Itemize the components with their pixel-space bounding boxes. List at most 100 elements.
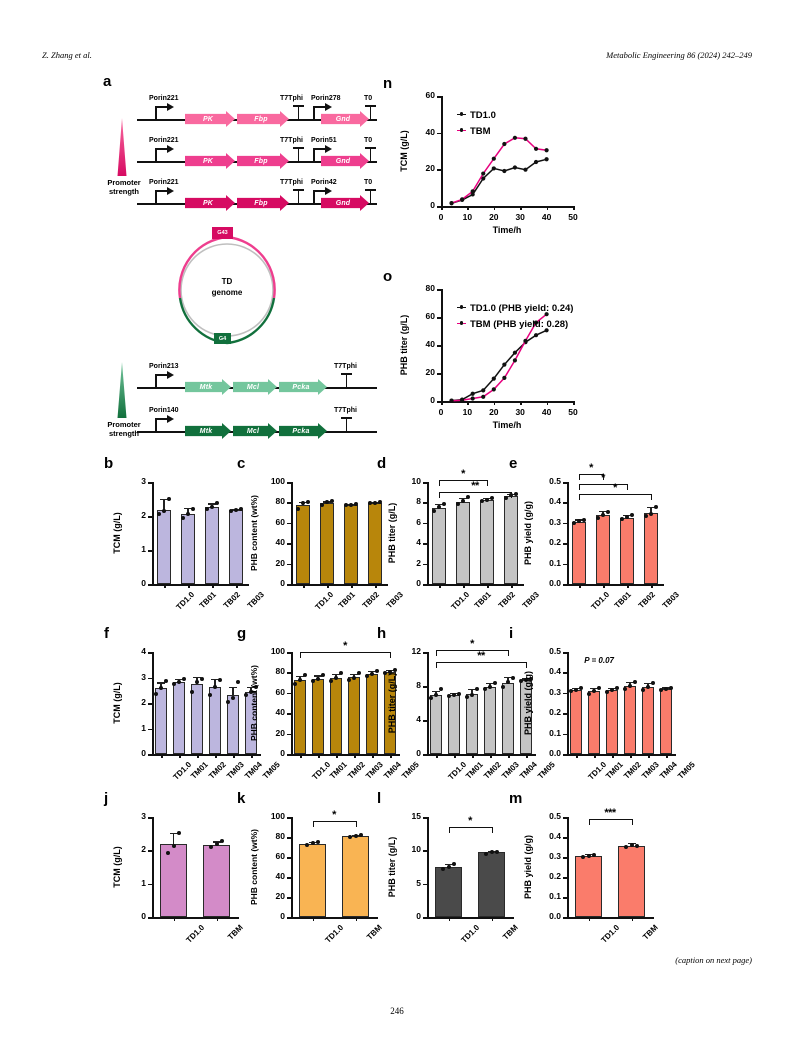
data-point	[484, 851, 489, 856]
x-tick-label-tb01: TB01	[612, 590, 633, 611]
series-point	[544, 148, 549, 153]
gene-arrow-pk: PK	[185, 195, 235, 211]
x-tick	[630, 754, 632, 758]
significance-bracket	[517, 474, 663, 486]
gene-arrow-fbp: Fbp	[237, 111, 289, 127]
panel-j-letter: j	[104, 790, 109, 807]
bar-tm04	[502, 682, 514, 754]
y-tick-label: 0	[141, 911, 146, 921]
data-point	[604, 690, 609, 695]
bracket-left	[588, 819, 590, 825]
series-point	[502, 362, 507, 367]
x-tick	[493, 206, 496, 210]
error-bar	[172, 833, 175, 845]
bar-td1.0	[575, 856, 602, 917]
x-axis	[441, 206, 574, 208]
bracket-top	[439, 480, 487, 482]
promoter-stem	[155, 419, 157, 432]
significance-stars: ***	[604, 807, 616, 819]
terminator-label: T7Tphi	[334, 407, 357, 414]
data-point	[643, 514, 648, 519]
x-tick	[216, 917, 218, 921]
panel-m-letter: m	[509, 790, 523, 807]
gene-arrow-label: Mtk	[199, 427, 213, 435]
bracket-right	[651, 494, 653, 500]
x-axis-title: Time/h	[492, 225, 522, 235]
promoter-stem	[155, 149, 157, 162]
significance-stars: *	[470, 638, 474, 650]
bar-tb01	[319, 503, 335, 584]
series-point	[533, 159, 539, 165]
y-tick	[563, 502, 567, 504]
error-cap	[193, 676, 201, 678]
data-point	[325, 500, 330, 505]
data-point	[442, 502, 447, 507]
promoter-arrowhead	[167, 103, 174, 111]
y-tick	[423, 917, 427, 919]
x-tick-label-tm03: TM03	[639, 760, 661, 781]
y-tick	[437, 401, 441, 403]
x-tick-label-tb02: TB02	[360, 590, 381, 611]
x-tick-label-tb02: TB02	[636, 590, 657, 611]
error-cap	[459, 497, 467, 499]
data-point	[310, 841, 315, 845]
bar-tm02	[191, 683, 203, 754]
y-axis	[291, 482, 293, 585]
y-tick	[287, 543, 291, 545]
x-tick	[520, 206, 522, 210]
promoter-arm	[155, 374, 168, 376]
promoter-stem	[313, 107, 315, 120]
data-point	[364, 674, 369, 679]
x-tick-label-tb03: TB03	[660, 590, 681, 611]
bracket-left	[436, 662, 438, 668]
data-point	[375, 668, 380, 673]
y-tick	[287, 652, 291, 654]
promoter-label: Porin221	[149, 95, 179, 102]
significance-stars: *	[332, 809, 336, 821]
y-tick	[287, 837, 291, 839]
data-point	[316, 676, 321, 681]
data-point	[243, 693, 248, 698]
gene-arrow-label: Mcl	[246, 427, 260, 435]
x-tick	[251, 754, 253, 758]
y-tick	[287, 563, 291, 566]
y-tick-label: 60	[425, 90, 435, 100]
error-cap	[211, 679, 219, 681]
panel-c-letter: c	[237, 455, 246, 472]
x-tick	[336, 754, 338, 758]
y-tick	[148, 754, 152, 756]
bar-tb03	[228, 510, 244, 584]
bracket-top	[300, 652, 390, 654]
x-tick	[588, 917, 590, 921]
y-tick-label: 80	[275, 496, 285, 507]
x-tick	[472, 754, 474, 758]
series-point	[460, 197, 465, 202]
bar-tb02	[479, 499, 495, 584]
x-tick-label-td1.0: TD1.0	[589, 590, 612, 612]
significance-bracket	[517, 494, 663, 506]
series-line-0	[451, 329, 547, 402]
x-tick	[603, 584, 605, 588]
x-tick-label-td1.0: TD1.0	[310, 760, 333, 782]
y-tick	[287, 857, 291, 859]
y-tick-label: 0.5	[549, 646, 561, 656]
y-tick	[423, 482, 427, 484]
data-point	[214, 842, 219, 847]
y-tick	[423, 563, 427, 566]
x-tick	[327, 584, 329, 588]
x-tick	[666, 754, 668, 758]
x-tick	[467, 206, 469, 210]
data-point	[482, 687, 487, 692]
series-point	[523, 167, 528, 172]
data-point	[514, 492, 519, 497]
terminator	[293, 189, 304, 204]
bar-tb01	[455, 501, 471, 584]
y-tick	[287, 522, 291, 525]
bar-tm02	[606, 690, 618, 754]
x-tick-label: 30	[515, 212, 525, 222]
y-tick	[437, 289, 441, 291]
series-point	[470, 192, 475, 197]
y-tick-label: 100	[270, 646, 285, 656]
